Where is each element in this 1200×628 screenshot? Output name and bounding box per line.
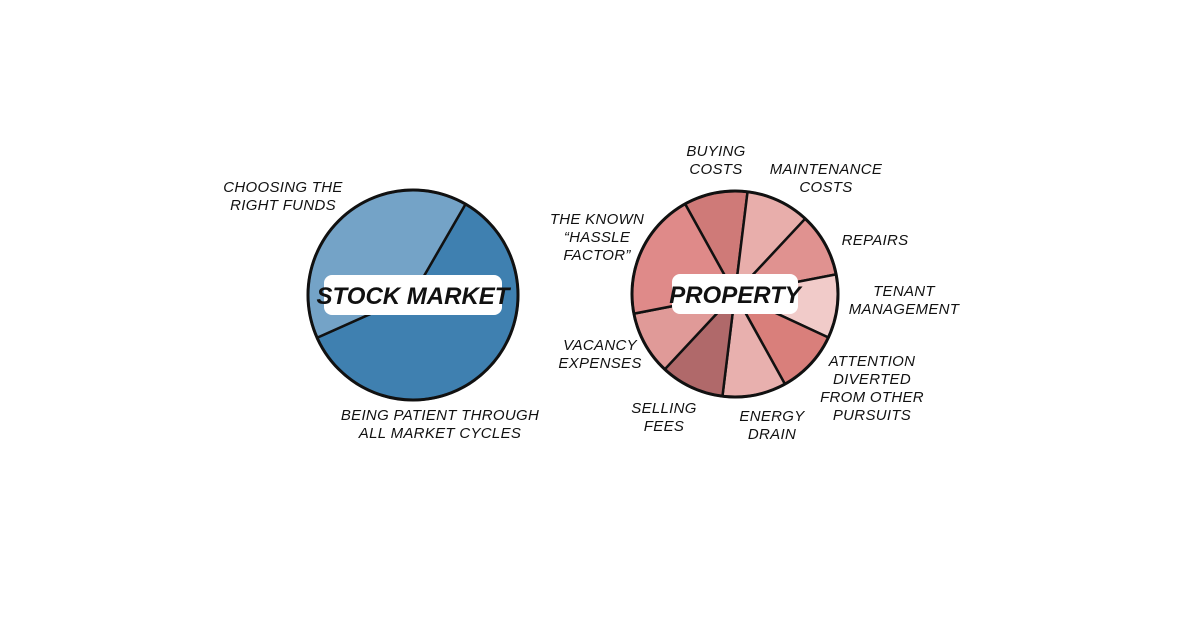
title-box (324, 275, 502, 315)
slice-label-line: MAINTENANCE (770, 161, 883, 178)
slice-label-line: DIVERTED (833, 371, 911, 388)
slice-label-line: FEES (644, 418, 684, 435)
pie-outline (630, 189, 840, 399)
pie-title: STOCK MARKET (317, 283, 512, 310)
slice-label-line: ENERGY (739, 408, 805, 425)
slice-label-line: TENANT (873, 283, 936, 300)
slice-label-line: FROM OTHER (820, 389, 924, 406)
slice-label-repairs: REPAIRS (842, 232, 909, 249)
slice-label-line: BEING PATIENT THROUGH (341, 407, 539, 424)
slice-label-line: FACTOR” (563, 247, 631, 264)
pie-title: PROPERTY (669, 282, 803, 309)
title-box (672, 274, 798, 314)
slice-label-line: EXPENSES (558, 355, 641, 372)
slice-label-line: PURSUITS (833, 407, 911, 424)
slice-label-line: ALL MARKET CYCLES (358, 425, 521, 442)
slice-label-line: SELLING (631, 400, 696, 417)
slice-label-line: BUYING (686, 143, 745, 160)
slice-label-line: “HASSLE (564, 229, 631, 246)
slice-label-line: CHOOSING THE (223, 179, 343, 196)
slice-label-line: RIGHT FUNDS (230, 197, 336, 214)
slice-label-line: MANAGEMENT (849, 301, 961, 318)
pie-outline (306, 188, 520, 402)
slice-label-line: VACANCY (563, 337, 637, 354)
slice-label-line: THE KNOWN (550, 211, 644, 228)
slice-label-line: ATTENTION (828, 353, 916, 370)
slice-label-line: COSTS (799, 179, 852, 196)
slice-label-line: COSTS (689, 161, 742, 178)
slice-label-line: DRAIN (748, 426, 796, 443)
slice-label-line: REPAIRS (842, 232, 909, 249)
